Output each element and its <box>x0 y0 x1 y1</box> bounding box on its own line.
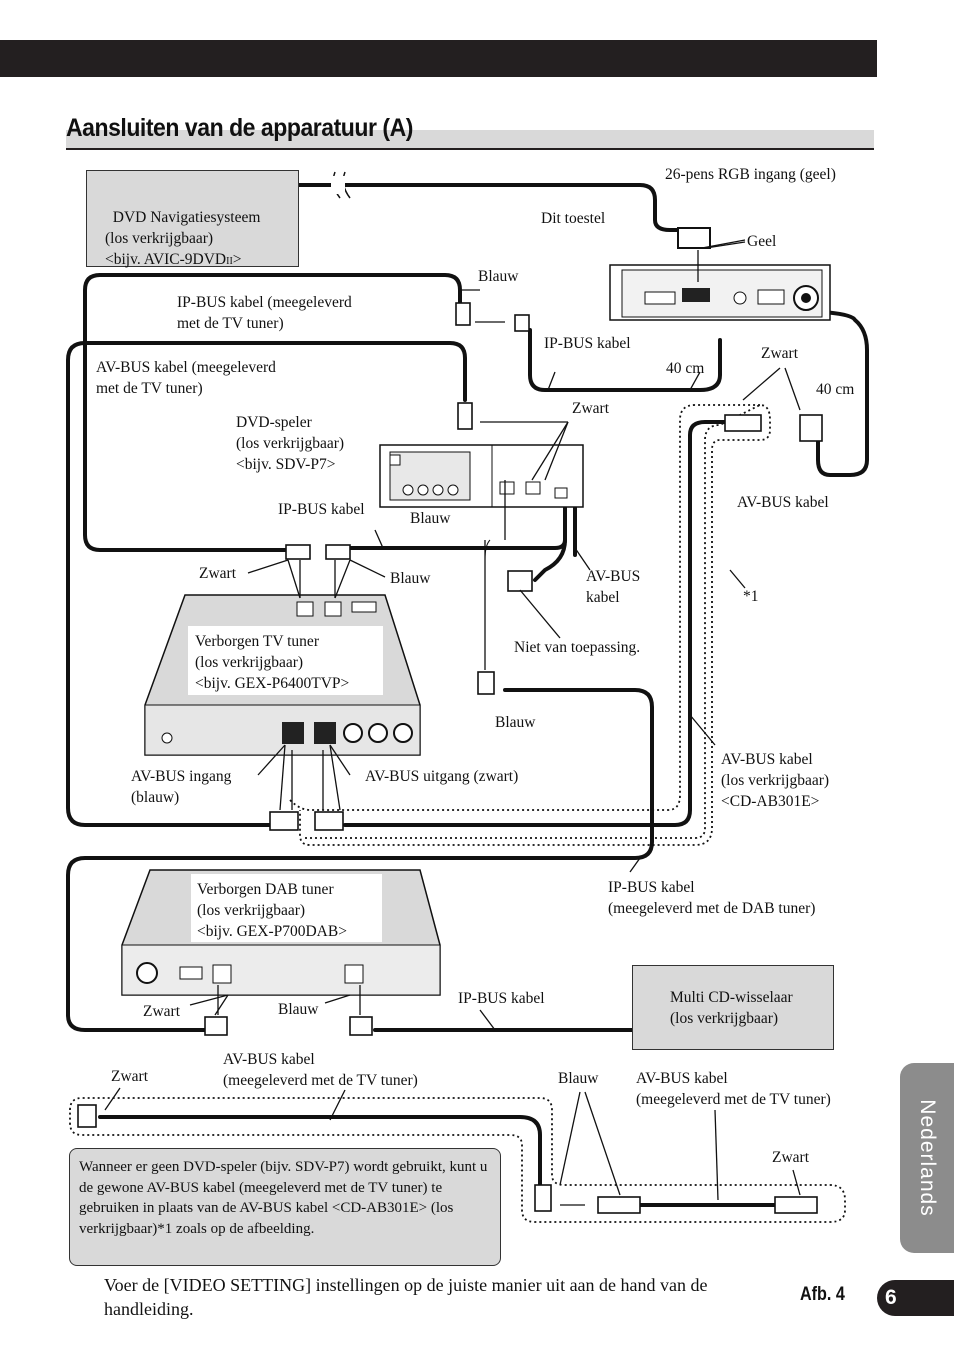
length-label-2: 40 cm <box>816 381 855 398</box>
ipbus-cable-left <box>83 273 287 552</box>
geel-label: Geel <box>747 233 777 250</box>
zwart-label-2: Zwart <box>572 400 610 417</box>
blauw-label-2: Blauw <box>410 510 451 527</box>
avbus-tv-label: AV-BUS kabel (meegeleverd met de TV tune… <box>96 359 276 397</box>
zwart-label-3: Zwart <box>199 565 237 582</box>
dvd-nav-box <box>86 170 299 267</box>
ipbus-dab-loop <box>66 688 654 1032</box>
avbus-cd <box>343 420 727 827</box>
avbus-output-label: AV-BUS uitgang (zwart) <box>365 768 519 785</box>
ipbus-label-1: IP-BUS kabel <box>544 335 631 352</box>
blauw-label-4: Blauw <box>495 714 536 731</box>
not-applicable-label: Niet van toepassing. <box>514 639 641 656</box>
tv-tuner-box <box>188 626 383 695</box>
avbus-label-2: AV-BUS kabel <box>586 568 641 606</box>
dvd-nav-label: DVD Navigatiesysteem (los verkrijgbaar) … <box>105 209 261 268</box>
avbus-cable-left <box>66 341 467 827</box>
multi-cd-box <box>632 965 834 1050</box>
blauw-label-6: Blauw <box>558 1070 599 1087</box>
blauw-label-5: Blauw <box>278 1001 319 1018</box>
figure-label: Afb. 4 <box>800 1284 845 1305</box>
zwart-label-5: Zwart <box>111 1068 149 1085</box>
avbus-tv-label-2: AV-BUS kabel (meegeleverd met de TV tune… <box>223 1051 418 1089</box>
length-label-1: 40 cm <box>666 360 705 377</box>
avbus-tv-label-3: AV-BUS kabel (meegeleverd met de TV tune… <box>636 1070 831 1108</box>
ipbus-label-3: IP-BUS kabel <box>458 990 545 1007</box>
top-bar <box>0 40 877 77</box>
dotted-loop-mid <box>289 404 760 811</box>
page-number: 6 <box>877 1280 954 1316</box>
zwart-label-6: Zwart <box>772 1149 810 1166</box>
head-unit <box>609 227 831 321</box>
ipbus-dab-label: IP-BUS kabel (meegeleverd met de DAB tun… <box>608 879 816 917</box>
page-title: Aansluiten van de apparatuur (A) <box>66 114 413 142</box>
ipbus-tv-label: IP-BUS kabel (meegeleverd met de TV tune… <box>177 294 352 332</box>
dvd-player <box>379 444 584 508</box>
tv-tuner-label: Verborgen TV tuner (los verkrijgbaar) <b… <box>195 633 350 692</box>
zwart-label-1: Zwart <box>761 345 799 362</box>
footer-instruction: Voer de [VIDEO SETTING] instellingen op … <box>104 1275 708 1319</box>
avbus-label-1: AV-BUS kabel <box>737 494 829 511</box>
dvd-player-label: DVD-speler (los verkrijgbaar) <bijv. SDV… <box>236 414 345 473</box>
ipbus-to-unit <box>528 328 722 392</box>
language-label: Nederlands <box>916 1099 939 1217</box>
dab-tuner-label: Verborgen DAB tuner (los verkrijgbaar) <… <box>197 881 347 940</box>
zwart-label-4: Zwart <box>143 1003 181 1020</box>
ipbus-blue-tuner <box>333 538 567 550</box>
note-box: Wanneer er geen DVD-speler (bijv. SDV-P7… <box>69 1148 501 1266</box>
avbus-cd-label: AV-BUS kabel (los verkrijgbaar) <CD-AB30… <box>721 751 830 810</box>
ipbus-label-2: IP-BUS kabel <box>278 501 365 518</box>
language-tab: Nederlands <box>900 1063 954 1253</box>
avbus-input-label: AV-BUS ingang (blauw) <box>131 768 232 806</box>
head-unit-label: Dit toestel <box>541 210 606 227</box>
heading-rule <box>66 130 874 150</box>
dab-tuner-box <box>191 874 382 942</box>
blauw-label-3: Blauw <box>390 570 431 587</box>
blauw-label-1: Blauw <box>478 268 519 285</box>
multi-cd-label: Multi CD-wisselaar (los verkrijgbaar) <box>670 989 793 1027</box>
dotted-loop-right <box>299 404 771 846</box>
footnote-marker: *1 <box>743 588 759 605</box>
rgb-input-label: 26-pens RGB ingang (geel) <box>665 166 836 183</box>
avbus-dab-loop <box>98 1115 542 1192</box>
rgb-cable <box>296 183 682 232</box>
